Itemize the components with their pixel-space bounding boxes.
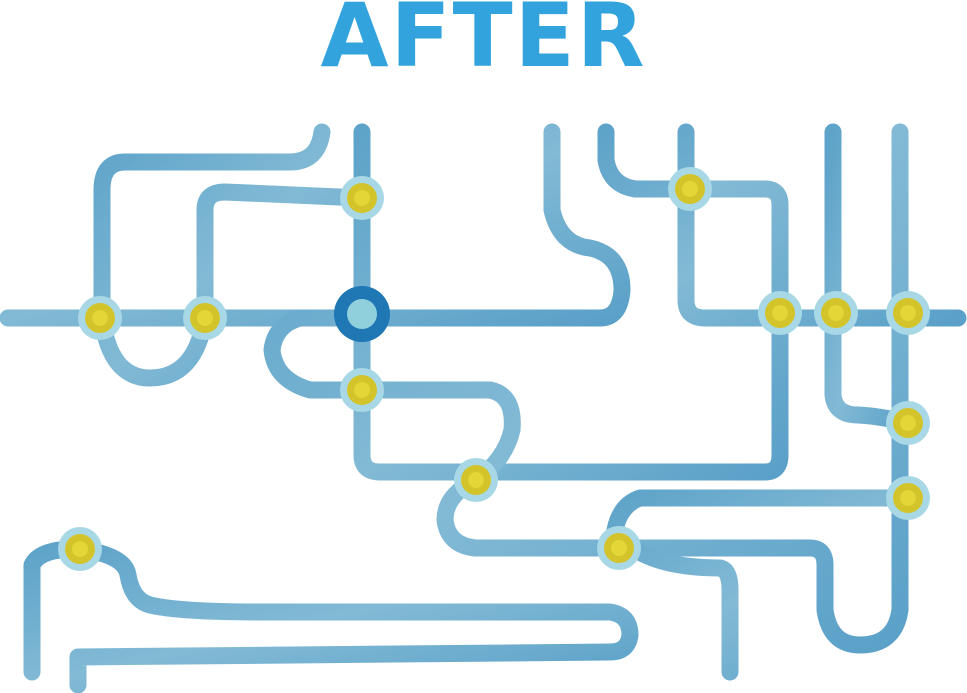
node-icon xyxy=(454,458,498,502)
node-icon xyxy=(58,527,102,571)
line-hub-loop xyxy=(263,123,909,654)
junction-nodes xyxy=(58,167,930,571)
line-main-left xyxy=(0,123,631,327)
hub-icon xyxy=(334,286,390,342)
node-icon xyxy=(597,526,641,570)
line-lower-right xyxy=(606,489,917,681)
node-icon xyxy=(340,368,384,412)
node-icon xyxy=(886,291,930,335)
node-icon xyxy=(78,296,122,340)
line-upper-right xyxy=(597,123,967,327)
page-title: AFTER xyxy=(320,0,647,87)
line-center-vertical xyxy=(353,123,789,481)
node-icon xyxy=(758,291,802,335)
node-icon xyxy=(668,167,712,211)
line-top-left xyxy=(93,123,371,387)
node-icon xyxy=(340,176,384,220)
node-icon xyxy=(814,291,858,335)
node-icon xyxy=(183,296,227,340)
pipelines xyxy=(0,123,967,693)
node-icon xyxy=(886,401,930,445)
line-bottom-left xyxy=(23,540,639,693)
node-icon xyxy=(886,476,930,520)
